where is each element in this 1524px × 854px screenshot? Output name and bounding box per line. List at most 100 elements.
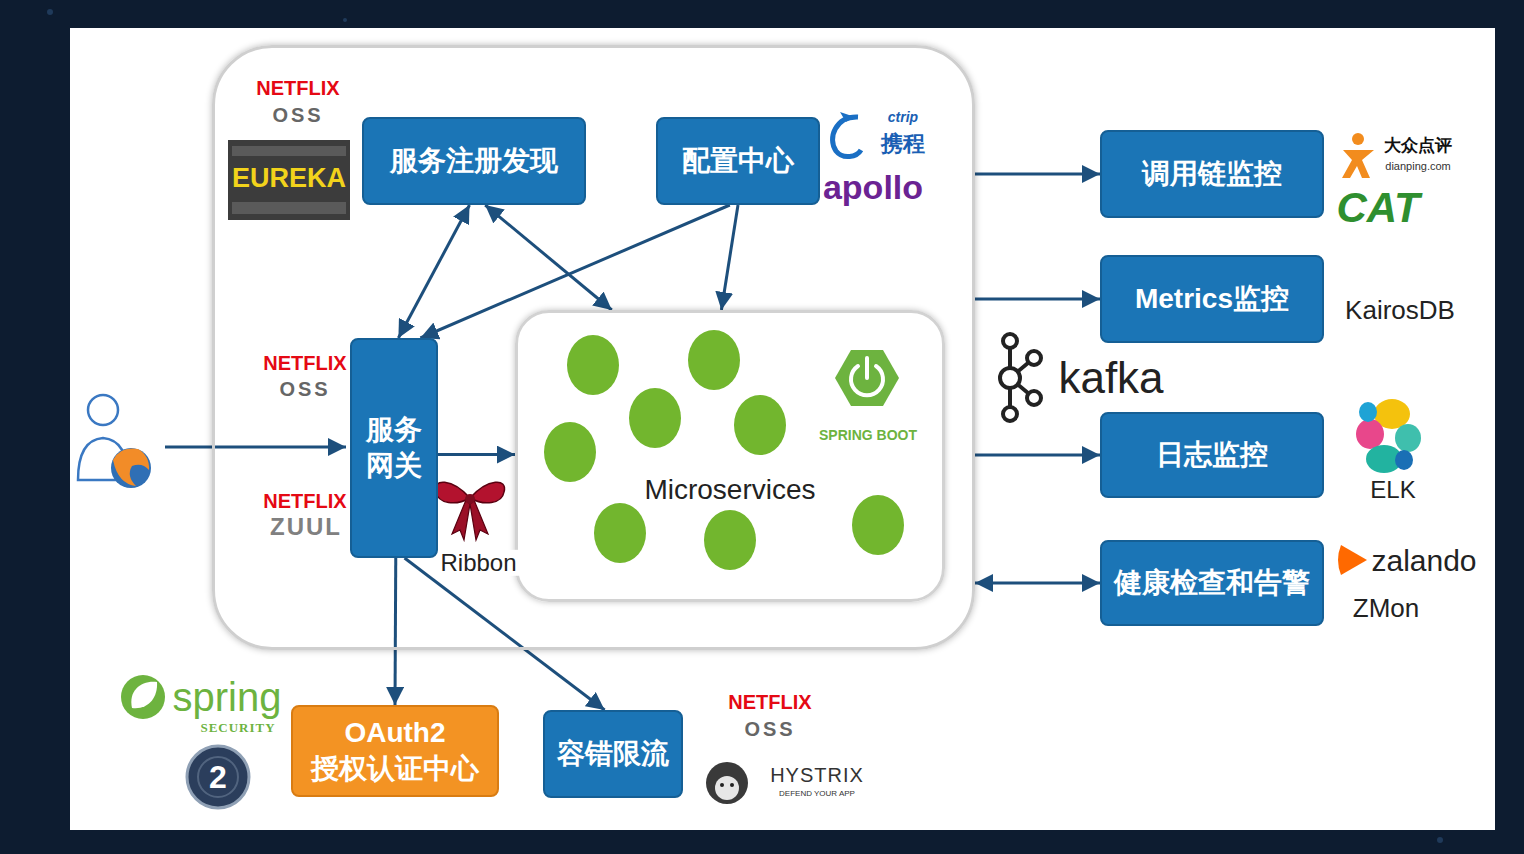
box-label: 配置中心 bbox=[682, 144, 794, 178]
monitor-box: Metrics监控 bbox=[1100, 255, 1324, 343]
slide-panel bbox=[70, 28, 1495, 830]
elk-blob bbox=[1356, 419, 1384, 449]
user-icon bbox=[78, 395, 151, 488]
logo-text: 2 bbox=[209, 760, 227, 795]
flow-arrow bbox=[405, 558, 605, 710]
ribbon-bow bbox=[435, 482, 504, 540]
logo-text: OSS bbox=[744, 718, 795, 740]
dianping-body bbox=[1342, 150, 1374, 178]
dianping-head bbox=[1352, 133, 1364, 145]
kafka-icon bbox=[1000, 334, 1041, 421]
logo-text: EUREKA bbox=[232, 164, 346, 194]
edge-label: Ribbon bbox=[438, 549, 518, 575]
gateway-box: 服务网关 bbox=[350, 338, 438, 558]
ctrip-logo bbox=[833, 112, 861, 157]
flow-arrow bbox=[438, 453, 515, 456]
box-label: 健康检查和告警 bbox=[1114, 566, 1310, 600]
background-dot bbox=[47, 9, 53, 15]
logo-text: DEFEND YOUR APP bbox=[779, 790, 855, 799]
logo-text: ZUUL bbox=[270, 514, 342, 540]
user-head bbox=[88, 395, 118, 425]
kafka-node bbox=[1003, 407, 1017, 421]
box-label: 容错限流 bbox=[557, 737, 669, 771]
logo-text: HYSTRIX bbox=[770, 764, 864, 786]
oauth-ring bbox=[198, 757, 238, 797]
browser-flame bbox=[113, 448, 149, 486]
logo-text: 携程 bbox=[881, 132, 925, 156]
logo-text: OSS bbox=[279, 378, 330, 400]
monitor-box: 日志监控 bbox=[1100, 412, 1324, 498]
box-label: 日志监控 bbox=[1156, 438, 1268, 472]
kafka-node bbox=[1003, 334, 1017, 348]
logo-text: kafka bbox=[1058, 354, 1163, 402]
service-dot bbox=[688, 330, 740, 390]
bow-tail bbox=[470, 500, 488, 540]
power-line bbox=[865, 358, 869, 378]
bow-loop bbox=[435, 482, 470, 503]
logo-text: spring bbox=[173, 675, 282, 719]
microservice-dots bbox=[544, 330, 904, 570]
flow-arrow bbox=[721, 205, 738, 310]
flow-arrow bbox=[975, 454, 1100, 457]
box-label: 服务注册发现 bbox=[390, 144, 558, 178]
flow-arrow bbox=[975, 582, 1100, 585]
flow-arrow bbox=[485, 205, 612, 310]
service-box: 配置中心 bbox=[656, 117, 820, 205]
elk-blob bbox=[1359, 402, 1377, 422]
flow-arrow bbox=[975, 173, 1100, 176]
logo-text: apollo bbox=[823, 169, 923, 206]
elk-logo bbox=[1356, 399, 1421, 473]
box-label: Microservices bbox=[644, 473, 815, 507]
hystrix-head bbox=[706, 762, 748, 804]
auth-box: OAuth2 授权认证中心 bbox=[291, 705, 499, 797]
logo-text: SPRING BOOT bbox=[819, 428, 917, 443]
background-dot bbox=[1437, 837, 1443, 843]
zalando-mark bbox=[1338, 545, 1367, 575]
bow-knot bbox=[465, 494, 475, 504]
logo-text: NETFLIX bbox=[263, 352, 346, 374]
logo-text: ZMon bbox=[1353, 594, 1419, 623]
elk-blob bbox=[1395, 450, 1413, 470]
service-dot bbox=[544, 422, 596, 482]
spring-leaf-logo bbox=[121, 675, 165, 719]
box-label: 调用链监控 bbox=[1142, 157, 1282, 191]
eureka-stripe bbox=[232, 202, 346, 214]
eureka-stripe bbox=[232, 146, 346, 156]
box-label: OAuth2 授权认证中心 bbox=[305, 715, 485, 788]
monitor-box: 健康检查和告警 bbox=[1100, 540, 1324, 626]
flow-arrow bbox=[420, 205, 729, 338]
ctrip-swirl bbox=[833, 117, 861, 157]
spring-boot-logo bbox=[835, 350, 899, 406]
logo-text: CAT bbox=[1336, 185, 1419, 231]
service-dot bbox=[704, 510, 756, 570]
kafka-node bbox=[1027, 351, 1041, 365]
logo-text: NETFLIX bbox=[263, 490, 346, 512]
oauth-disc bbox=[187, 746, 249, 808]
service-dot bbox=[852, 495, 904, 555]
logo-text: 大众点评 bbox=[1384, 137, 1452, 156]
flow-arrow bbox=[975, 298, 1100, 301]
system-boundary: 服务注册发现 配置中心服务网关 Microservices bbox=[212, 45, 975, 650]
bow-tail bbox=[452, 500, 470, 540]
logo-text: NETFLIX bbox=[256, 77, 339, 99]
background-dot bbox=[343, 18, 347, 22]
kafka-node bbox=[1027, 391, 1041, 405]
bow-loop bbox=[470, 482, 505, 503]
spring-boot-hexagon bbox=[835, 350, 899, 406]
logo-text: zalando bbox=[1371, 544, 1476, 577]
request-arrow bbox=[165, 446, 346, 449]
spring-leaf-disc bbox=[121, 675, 165, 719]
hystrix-eye bbox=[720, 783, 724, 787]
eureka-logo bbox=[228, 140, 350, 220]
kafka-node bbox=[1000, 368, 1020, 388]
ctrip-fin bbox=[840, 112, 852, 122]
service-dot bbox=[567, 335, 619, 395]
service-box: 服务注册发现 bbox=[362, 117, 586, 205]
spring-leaf bbox=[131, 682, 157, 708]
microservices-group: Microservices bbox=[515, 310, 945, 602]
service-box: 容错限流 bbox=[543, 710, 683, 798]
service-dot bbox=[629, 388, 681, 448]
logo-text: SECURITY bbox=[200, 721, 275, 735]
